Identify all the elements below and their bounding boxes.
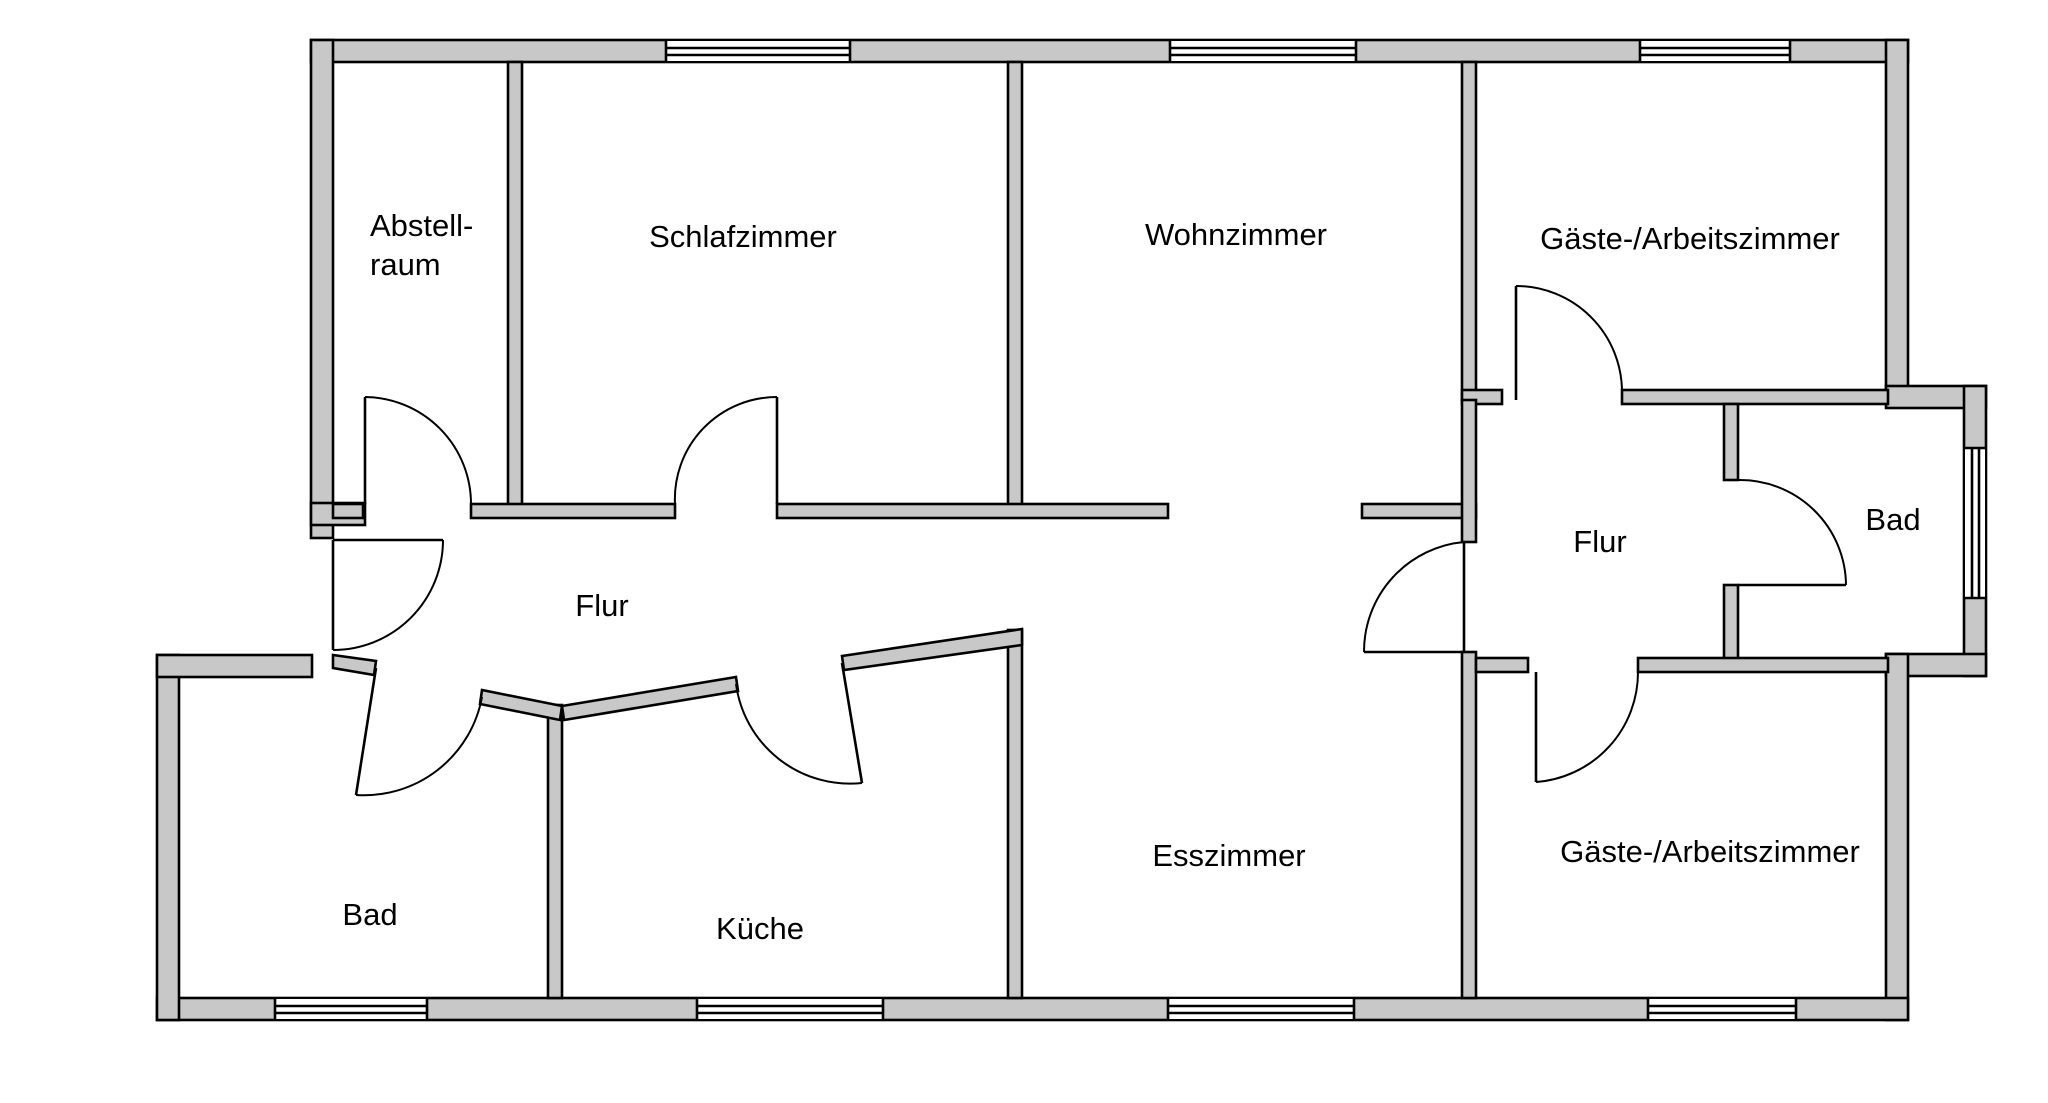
room-label-gaeste-oben: Gäste-/Arbeitszimmer <box>1540 221 1840 256</box>
wall-left-upper <box>309 38 335 540</box>
room-label-bad-links: Bad <box>342 897 397 932</box>
wall-right-upper <box>1884 38 1910 392</box>
door-abstellraum <box>363 396 472 505</box>
door-entrance <box>331 538 444 651</box>
wall-wohn-stub <box>1360 502 1478 520</box>
wall-wohn-gaeste <box>1460 60 1478 402</box>
wall-schlaf-wohn <box>1006 60 1024 512</box>
room-label-kueche: Küche <box>716 911 804 946</box>
wall-schlaf-bottom-left <box>469 502 677 520</box>
window-wohnzimmer <box>1168 40 1358 62</box>
door-schlafzimmer <box>673 395 779 505</box>
room-label-esszimmer: Esszimmer <box>1152 838 1305 873</box>
wall-flur-slant-c <box>840 627 1024 672</box>
room-label-bad-rechts: Bad <box>1865 502 1920 537</box>
wall-flur-slant-b <box>560 675 740 722</box>
wall-gaeste-top-bottom-b <box>1620 388 1890 406</box>
room-label-schlafzimmer: Schlafzimmer <box>649 219 837 254</box>
room-label-abstellraum-2: raum <box>370 247 441 282</box>
wall-bad-r-left-a <box>1722 402 1740 482</box>
wall-bad-top-slant <box>331 653 378 677</box>
door-bad-links <box>354 667 483 797</box>
window-gaeste-oben <box>1638 40 1792 62</box>
window-bad-rechts <box>1964 446 1986 600</box>
wall-abstell-schlaf <box>506 60 524 512</box>
walls <box>155 38 1988 1022</box>
door-kueche <box>735 662 864 785</box>
wall-flur-slant-a <box>478 688 564 722</box>
door-gaeste-oben <box>1514 285 1623 400</box>
room-label-flur-rechts: Flur <box>1573 524 1626 559</box>
wall-flur-r-left-b <box>1460 650 1478 1000</box>
windows <box>273 40 1986 1020</box>
wall-flur-r-bottom-a <box>1474 656 1530 674</box>
room-label-abstellraum-1: Abstell- <box>370 208 473 243</box>
wall-bad-top-left <box>155 653 314 679</box>
wall-abstell-bottom <box>331 502 365 520</box>
wall-bad-r-left-b <box>1722 583 1740 662</box>
wall-left-lower <box>155 653 181 1022</box>
window-kueche <box>695 998 885 1020</box>
wall-schlaf-bottom-right <box>775 502 1170 520</box>
door-gaeste-unten <box>1534 671 1640 783</box>
window-schlafzimmer <box>664 40 852 62</box>
wall-flur-r-bottom-b <box>1636 656 1890 674</box>
door-bad-rechts <box>1737 478 1847 587</box>
window-gaeste-unten <box>1646 998 1798 1020</box>
room-label-flur-links: Flur <box>575 588 628 623</box>
window-bad-links <box>273 998 429 1020</box>
window-esszimmer <box>1166 998 1356 1020</box>
wall-flur-r-left-a <box>1460 398 1478 544</box>
doors <box>331 285 1847 797</box>
wall-bad-kueche <box>546 703 564 1000</box>
door-flur-rechts <box>1362 541 1466 654</box>
room-label-gaeste-unten: Gäste-/Arbeitszimmer <box>1560 834 1860 869</box>
room-labels: Abstell- raum Schlafzimmer Wohnzimmer Gä… <box>342 208 1920 946</box>
wall-kueche-ess <box>1006 628 1024 1000</box>
room-label-wohnzimmer: Wohnzimmer <box>1145 217 1327 252</box>
wall-right-lower <box>1884 652 1910 1022</box>
